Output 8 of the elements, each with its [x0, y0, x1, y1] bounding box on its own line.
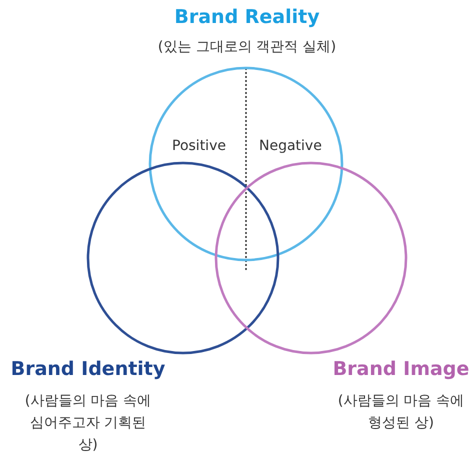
set-description: (사람들의 마음 속에 형성된 상)	[336, 392, 466, 433]
set-title: Brand Identity	[10, 358, 166, 380]
set-description: (사람들의 마음 속에 심어주고자 기획된 상)	[24, 392, 152, 455]
region-label: Positive	[172, 138, 226, 154]
set-description: (있는 그대로의 객관적 실체)	[156, 38, 338, 57]
set-title: Brand Image	[332, 358, 470, 380]
set-title: Brand Reality	[173, 6, 321, 28]
region-label: Negative	[259, 138, 322, 154]
